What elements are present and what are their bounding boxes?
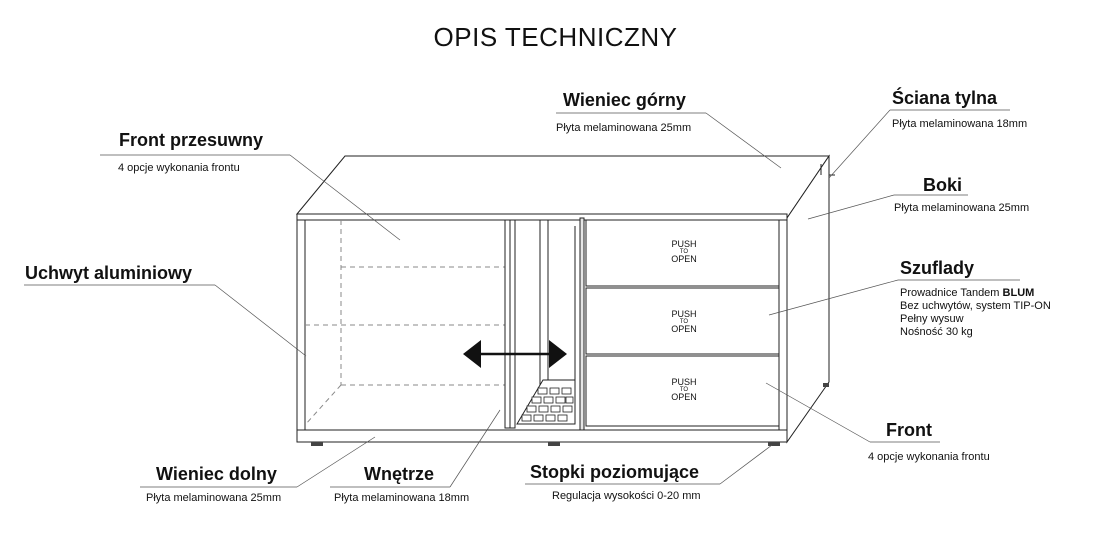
aluminium-handle <box>539 219 549 391</box>
diagram-title: OPIS TECHNICZNY <box>433 22 678 52</box>
desc-szuflady-line3: Pełny wysuw <box>900 313 964 325</box>
leader-lines <box>24 109 1020 488</box>
drawer-1 <box>585 219 780 287</box>
label-wieniec-dolny: Wieniec dolny <box>156 464 277 484</box>
label-szuflady: Szuflady <box>900 258 975 278</box>
pto-open: OPEN <box>671 324 697 334</box>
label-stopki-poziomujace: Stopki poziomujące <box>530 462 700 482</box>
sliding-arrow <box>463 340 567 368</box>
desc-szuflady: Prowadnice Tandem BLUM Bez uchwytów, sys… <box>900 287 1051 339</box>
desc-front: 4 opcje wykonania frontu <box>868 451 990 463</box>
push-to-open-label-3: PUSH TO OPEN <box>666 378 702 402</box>
desc-sciana-tylna: Płyta melaminowana 18mm <box>892 118 1028 130</box>
drawer-3 <box>585 355 780 427</box>
label-front-przesuwny: Front przesuwny <box>119 130 264 150</box>
label-front: Front <box>886 420 932 440</box>
pto-push: PUSH <box>671 239 697 249</box>
desc-front-przesuwny: 4 opcje wykonania frontu <box>118 162 240 174</box>
anti-slip-mat <box>516 379 576 425</box>
pto-push: PUSH <box>671 309 697 319</box>
middle-divider <box>579 217 585 431</box>
label-boki: Boki <box>923 175 963 195</box>
push-to-open-label-1: PUSH TO OPEN <box>666 240 702 264</box>
pto-to: TO <box>679 319 689 325</box>
label-sciana-tylna: Ściana tylna <box>892 88 998 108</box>
label-wieniec-gorny: Wieniec górny <box>563 90 686 110</box>
desc-stopki-poziomujace: Regulacja wysokości 0-20 mm <box>552 490 701 502</box>
desc-szuflady-prefix: Prowadnice Tandem <box>900 287 1003 299</box>
desc-szuflady-line2: Bez uchwytów, system TIP-ON <box>900 300 1051 312</box>
desc-boki: Płyta melaminowana 25mm <box>894 202 1030 214</box>
desc-szuflady-line4: Nośność 30 kg <box>900 326 973 338</box>
pto-to: TO <box>679 387 689 393</box>
cabinet-top-panel <box>295 155 830 219</box>
pto-open: OPEN <box>671 392 697 402</box>
interior-dashed-lines <box>304 220 505 426</box>
desc-szuflady-line1: Prowadnice Tandem BLUM <box>900 287 1051 300</box>
label-wnetrze: Wnętrze <box>364 464 435 484</box>
pto-to: TO <box>679 249 689 255</box>
desc-szuflady-blum: BLUM <box>1002 287 1035 299</box>
leveling-feet <box>311 383 829 446</box>
drawer-2 <box>585 287 780 355</box>
desc-wieniec-gorny: Płyta melaminowana 25mm <box>556 122 692 134</box>
pto-push: PUSH <box>671 377 697 387</box>
label-uchwyt-aluminiowy: Uchwyt aluminiowy <box>25 263 193 283</box>
desc-wieniec-dolny: Płyta melaminowana 25mm <box>146 492 282 504</box>
pto-open: OPEN <box>671 254 697 264</box>
desc-wnetrze: Płyta melaminowana 18mm <box>334 492 470 504</box>
push-to-open-label-2: PUSH TO OPEN <box>666 310 702 334</box>
